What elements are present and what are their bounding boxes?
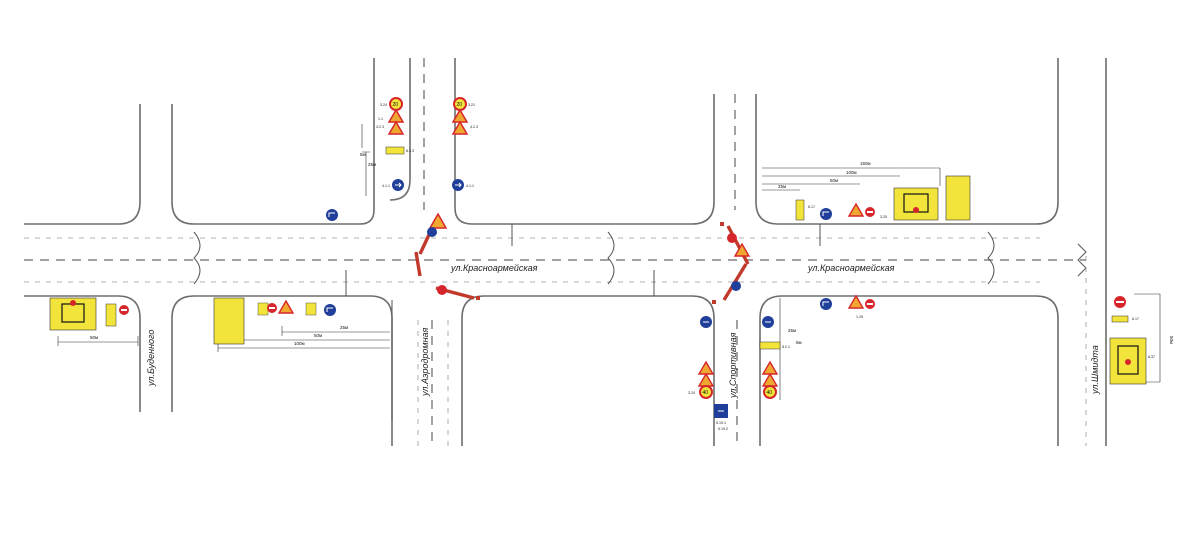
sign-speed-limit-bottom-right: 40 (761, 360, 779, 399)
svg-text:6.37: 6.37 (1148, 355, 1155, 359)
svg-text:5.19.2: 5.19.2 (718, 427, 728, 431)
no-entry-signs-group-a (257, 299, 336, 316)
svg-text:4.1.1: 4.1.1 (466, 184, 474, 188)
no-entry-signs-group-b: 3.25 (820, 202, 887, 220)
direction-signs-sportivnaya: 8.2.1 (700, 316, 790, 350)
detour-panel-right (893, 175, 971, 221)
svg-text:40: 40 (703, 390, 709, 396)
svg-text:4.1.1: 4.1.1 (382, 184, 390, 188)
street-label-krasnoarmeyskaya-right: ул.Красноармейская (807, 263, 895, 273)
warning-sign-top-right: 4.2.3 (451, 108, 478, 135)
svg-text:6.17: 6.17 (808, 205, 815, 209)
svg-text:3.24: 3.24 (688, 391, 695, 395)
svg-text:8.2.1: 8.2.1 (782, 345, 790, 349)
warning-sign-intersection-1 (427, 212, 448, 295)
svg-text:5.19.1: 5.19.1 (716, 421, 726, 425)
info-sign-left-small (105, 303, 129, 327)
street-label-shmidta: ул.Шмидта (1090, 345, 1100, 395)
sign-speed-limit-bottom-left: 40 3.24 (688, 360, 715, 399)
street-label-krasnoarmeyskaya-left: ул.Красноармейская (450, 263, 538, 273)
dim-5m-c: 5м (796, 340, 802, 345)
street-label-sportivnaya: ул.Спортивная (728, 332, 738, 399)
warning-sign-top-left: 1.1 4.2.3 (376, 108, 405, 135)
direction-sign-top-left: 4.1.1 (382, 179, 404, 191)
dim-50m-b: 50м (830, 178, 838, 183)
svg-text:6.17: 6.17 (1132, 317, 1139, 321)
street-labels: ул.Красноармейская ул.Красноармейская ул… (146, 263, 1100, 399)
svg-text:4.2.3: 4.2.3 (470, 125, 478, 129)
info-panel-left-road (213, 297, 245, 345)
dim-150m: 150м (860, 161, 871, 166)
dim-25m-top: 25м (368, 162, 376, 167)
barrier-left-side (414, 251, 422, 277)
sign-speed-limit-top-left: 20 3.24 (380, 97, 403, 111)
dim-50m-left: 50м (90, 335, 98, 340)
dim-50m-right: 50м (1169, 336, 1174, 344)
no-entry-signs-group-c: 1.25 (820, 294, 875, 319)
road-signs: 20 3.24 1.1 4.2.3 8.3.3 4.1.1 20 3.21 4.… (49, 97, 1155, 431)
street-label-budennogo: ул.Буденного (146, 330, 156, 387)
svg-text:3.25: 3.25 (880, 215, 887, 219)
svg-text:20: 20 (393, 102, 399, 108)
bus-stop-sign: 5.19.1 5.19.2 (714, 404, 728, 431)
dim-25m-c: 25м (788, 328, 796, 333)
svg-text:1.25: 1.25 (856, 315, 863, 319)
svg-text:4.2.3: 4.2.3 (376, 125, 384, 129)
svg-text:3.21: 3.21 (468, 103, 475, 107)
barrier-right-top (726, 225, 750, 265)
info-sign-top-left: 8.3.3 (385, 146, 414, 155)
dim-50m-a: 50м (314, 333, 322, 338)
dim-100m-a: 100м (294, 341, 305, 346)
svg-text:3.24: 3.24 (380, 103, 387, 107)
dim-25m-b: 25м (778, 184, 786, 189)
main-road (24, 58, 1107, 446)
detour-panel-shmidta: 6.37 (1109, 337, 1155, 385)
svg-text:1.1: 1.1 (378, 117, 383, 121)
info-sign-right-top: 6.17 (795, 199, 815, 221)
svg-text:8.3.3: 8.3.3 (406, 149, 414, 153)
dim-100m-b: 100м (846, 170, 857, 175)
no-entry-signs-group-d: 6.17 (1111, 296, 1139, 323)
direction-sign-top-right: 4.1.1 (452, 179, 474, 191)
dim-5m-top: 5м (360, 152, 366, 157)
dimension-lines: 50м 25м 50м 100м 25м 5м 150м 100м 50м 25… (57, 124, 1174, 400)
svg-text:40: 40 (767, 390, 773, 396)
dim-25m-a: 25м (340, 325, 348, 330)
direction-sign-main-left (326, 209, 338, 221)
street-label-aerodromnaya: ул.Аэродромная (420, 327, 430, 397)
svg-text:20: 20 (457, 102, 463, 108)
detour-panel-left (49, 297, 97, 331)
sign-speed-limit-top-right: 20 3.21 (453, 97, 475, 111)
warning-sign-intersection-2 (727, 233, 751, 291)
